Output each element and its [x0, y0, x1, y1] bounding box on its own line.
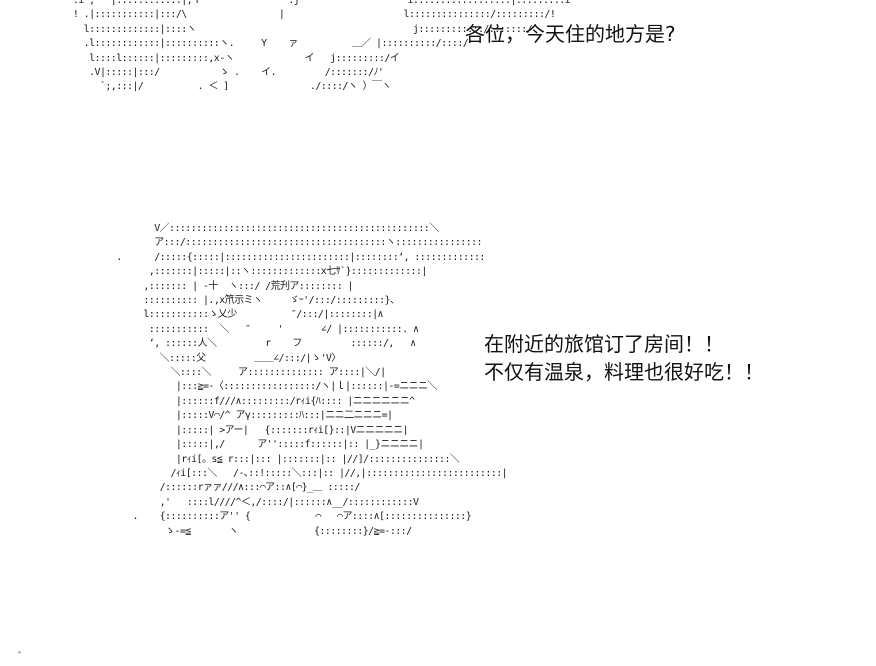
corner-mark: ﾞ: [18, 652, 23, 663]
dialogue-text-top: 各位，今天住的地方是?: [465, 20, 676, 48]
dialogue-line: 在附近的旅馆订了房间！！: [484, 332, 724, 356]
dialogue-line: 各位，今天住的地方是?: [465, 22, 676, 46]
ascii-art-character-top: .i ,' |::::::::::::|;ｉ' .j i::::::::::::…: [72, 0, 571, 93]
dialogue-text-bottom: 在附近的旅馆订了房间！！ 不仅有温泉，料理也很好吃！！: [484, 330, 764, 386]
ascii-art-character-bottom: V／::::::::::::::::::::::::::::::::::::::…: [116, 223, 508, 537]
dialogue-line: 不仅有温泉，料理也很好吃！！: [484, 360, 764, 384]
